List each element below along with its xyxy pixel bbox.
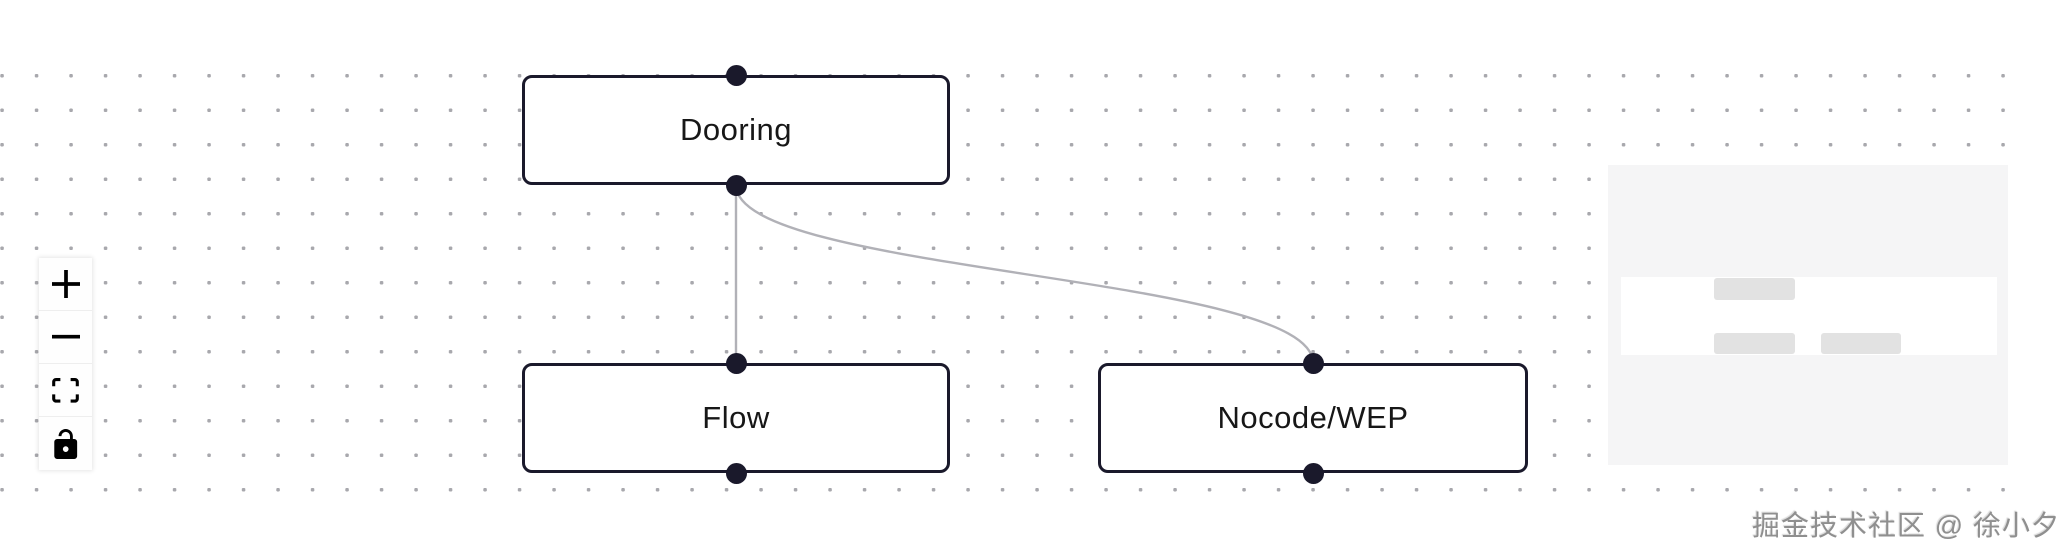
node-label: Dooring [679, 112, 793, 147]
fit-view-icon [52, 377, 79, 403]
fit-view-button[interactable] [39, 364, 92, 417]
zoom-out-button[interactable] [39, 311, 92, 364]
node-dooring-target-handle[interactable] [725, 64, 747, 86]
minimap[interactable] [1608, 165, 2008, 465]
edge-dooring-nocode[interactable] [734, 184, 1315, 364]
zoom-controls-panel [39, 258, 92, 470]
node-flow-source-handle[interactable] [725, 462, 747, 484]
node-flow[interactable]: Flow [522, 352, 950, 484]
node-dooring-source-handle[interactable] [725, 174, 747, 196]
node-label: Flow [702, 400, 770, 435]
minimap-viewport[interactable] [1621, 277, 1997, 355]
plus-icon [51, 270, 80, 298]
minimap-node-dooring [1714, 278, 1795, 300]
watermark-text: 掘金技术社区 @ 徐小夕 [1752, 510, 2060, 541]
node-nocode-wep[interactable]: Nocode/WEP [1098, 352, 1528, 484]
toggle-interactivity-button[interactable] [39, 417, 92, 470]
minus-icon [51, 334, 80, 339]
zoom-in-button[interactable] [39, 258, 92, 311]
node-nocode-target-handle[interactable] [1302, 352, 1324, 374]
minimap-node-nocode [1821, 333, 1901, 354]
node-flow-target-handle[interactable] [725, 352, 747, 374]
node-label: Nocode/WEP [1217, 400, 1409, 435]
minimap-node-flow [1714, 333, 1795, 354]
node-dooring[interactable]: Dooring [522, 64, 950, 196]
node-nocode-source-handle[interactable] [1302, 462, 1324, 484]
unlock-icon [53, 428, 77, 459]
